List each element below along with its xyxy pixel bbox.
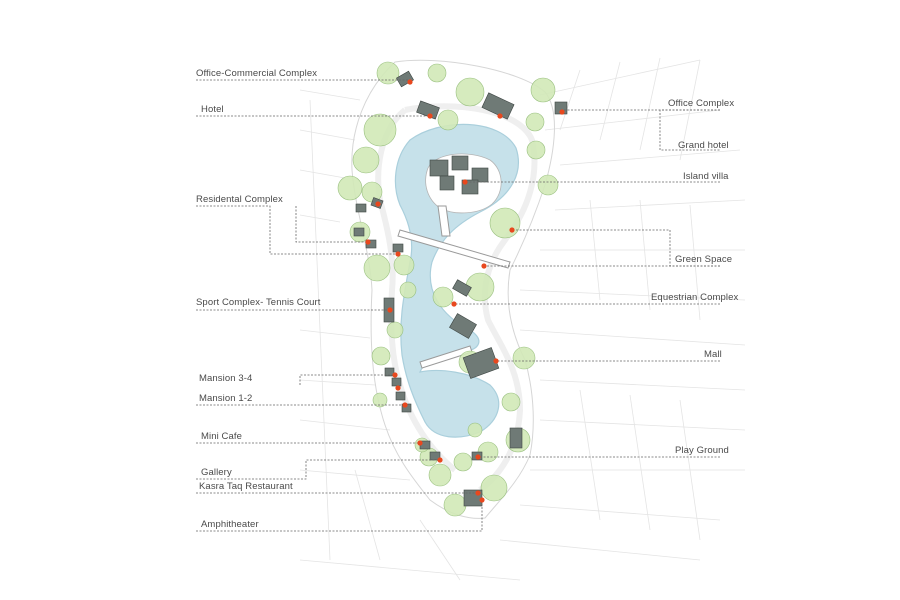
label-mini-cafe: Mini Cafe [201,431,243,442]
location-marker [493,358,499,364]
tree [352,146,380,174]
tree [371,346,391,366]
tree [453,452,473,472]
location-marker [479,497,485,503]
bridges [397,205,511,369]
location-marker [392,372,398,378]
building [481,92,515,120]
building [353,227,365,237]
location-markers [365,79,565,503]
leader-line [196,205,398,255]
label-green-space: Green Space [675,254,733,265]
location-marker [462,179,468,185]
tree [537,174,559,196]
label-mansion-1-2: Mansion 1-2 [199,393,253,404]
building [384,367,395,377]
tree [399,281,417,299]
building [439,175,455,191]
building [365,239,377,249]
location-marker [417,440,423,446]
leader-line [196,500,483,532]
location-marker [475,490,481,496]
location-marker [365,239,371,245]
label-mansion-3-4: Mansion 3-4 [199,373,253,384]
label-hotel: Hotel [201,104,224,115]
location-marker [509,227,515,233]
label-island-villa: Island villa [683,171,729,182]
tree [393,254,415,276]
location-marker [387,307,393,313]
location-marker [395,385,401,391]
location-marker [407,79,413,85]
tree [443,493,467,517]
tree [386,321,404,339]
label-amphitheater: Amphitheater [201,519,259,530]
tree [428,463,452,487]
location-marker [559,109,565,115]
location-marker [437,457,443,463]
building [452,279,472,297]
leader-line [659,109,720,151]
tree [337,175,363,201]
tree [530,77,556,103]
building [462,347,500,379]
site-boundary [351,59,555,519]
tree [376,61,400,85]
label-sport-complex: Sport Complex- Tennis Court [196,297,321,308]
location-marker [475,454,481,460]
location-marker [402,402,408,408]
building [416,100,440,120]
location-marker [427,113,433,119]
location-marker [481,263,487,269]
location-marker [451,301,457,307]
label-equestrian-complex: Equestrian Complex [651,292,739,303]
building [429,451,441,461]
tree [480,474,508,502]
location-marker [497,113,503,119]
label-grand-hotel: Grand hotel [678,140,729,151]
tree [363,254,391,282]
leader-lines [196,79,720,532]
building [391,377,402,387]
tree [455,77,485,107]
tree [526,140,546,160]
tree [525,112,545,132]
tree [467,422,483,438]
tree [427,63,447,83]
location-marker [395,251,401,257]
tree [361,181,383,203]
tree [489,207,521,239]
label-play-ground: Play Ground [675,445,729,456]
building [392,243,404,253]
tree [363,113,397,147]
context-street-grid [299,57,746,581]
label-office-commercial-complex: Office-Commercial Complex [196,68,318,79]
building [395,391,406,401]
tree [372,392,388,408]
location-marker [375,201,381,207]
label-mall: Mall [704,349,722,360]
building [355,203,367,213]
tree [432,286,454,308]
building [429,159,449,177]
building [509,427,523,449]
label-gallery: Gallery [201,467,232,478]
label-office-complex: Office Complex [668,98,735,109]
tree [501,392,521,412]
building [449,313,477,339]
buildings [353,70,568,507]
label-residential-complex: Residental Complex [196,194,283,205]
tree [512,346,536,370]
leader-line [196,459,440,480]
building [451,155,469,171]
building [396,70,414,88]
tree [437,109,459,131]
leader-line [295,206,368,243]
label-kasra-taq-restaurant: Kasra Taq Restaurant [199,481,293,492]
